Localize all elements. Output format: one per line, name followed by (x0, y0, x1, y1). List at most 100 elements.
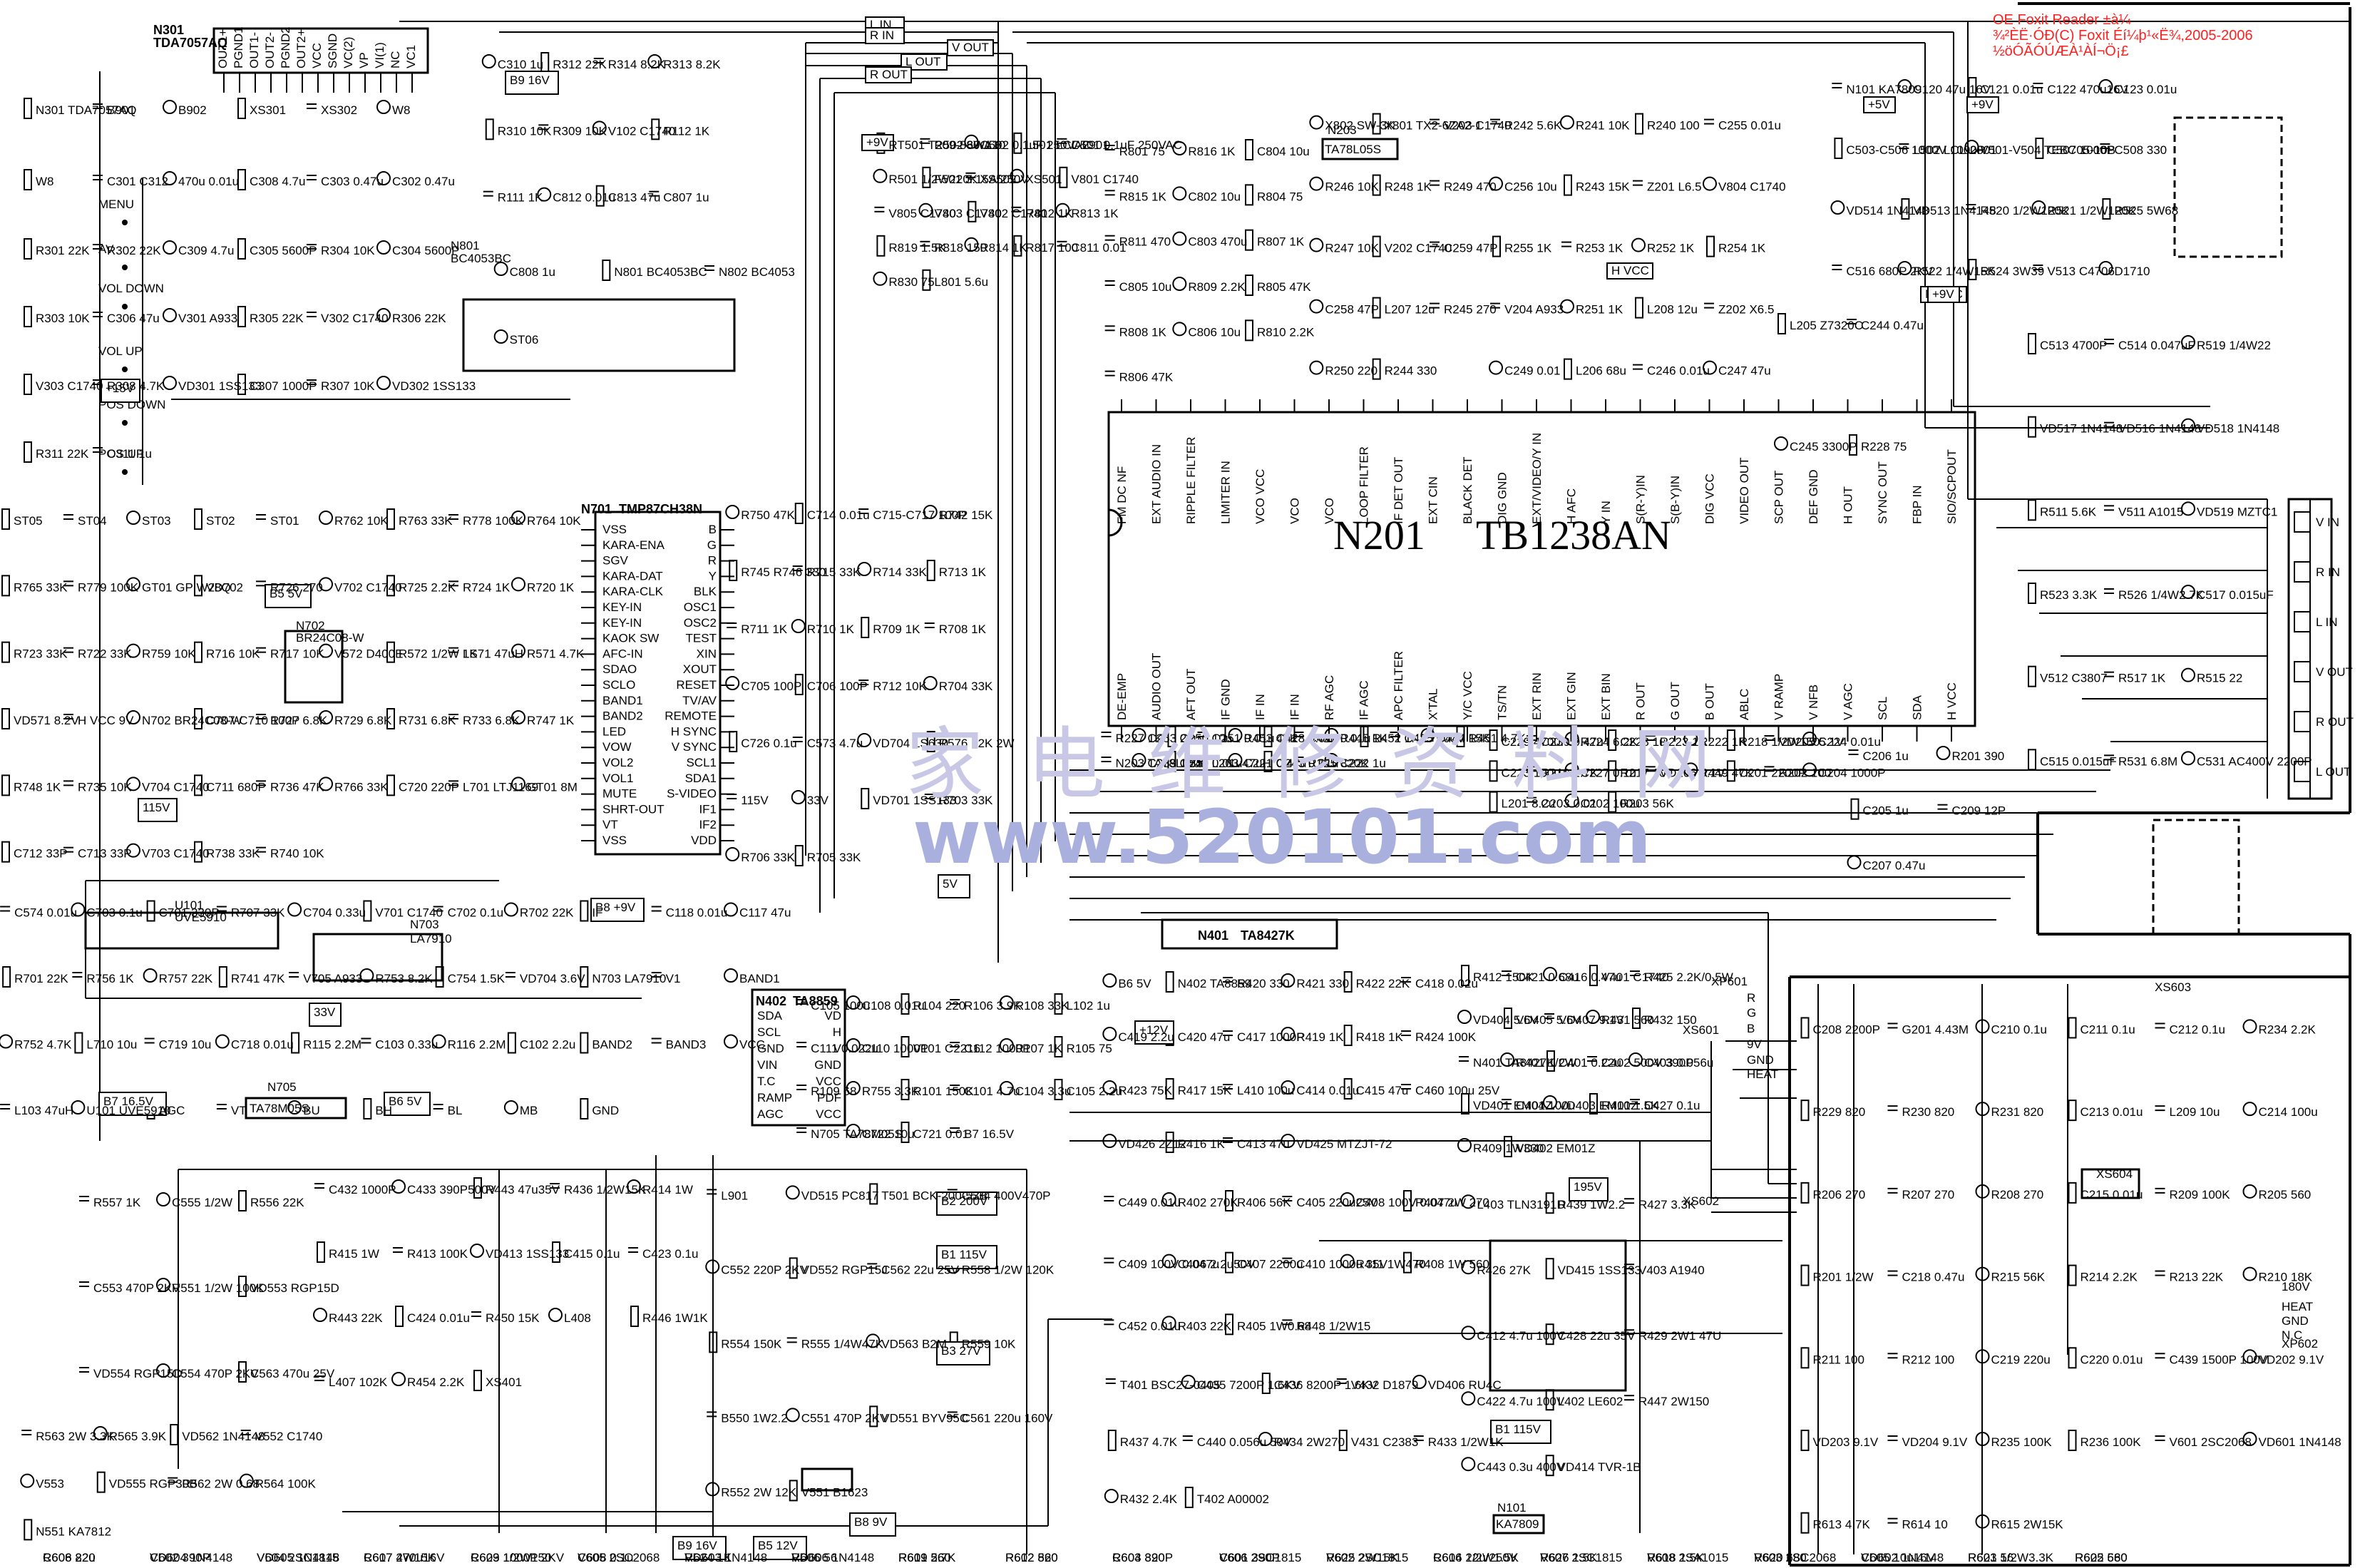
component-label: V605 2SC2068 (578, 1551, 660, 1564)
component-label: VD603 1N4148 (684, 1551, 767, 1564)
component-label: R602 560 (1005, 1551, 1058, 1564)
component-label: VD604 1N4148 (150, 1551, 232, 1564)
component-label: R809 2.2K (1188, 280, 1246, 294)
component-label: R727 6.8K (270, 714, 328, 727)
component-label: VD514 1N4148 (1846, 204, 1929, 217)
component-label: C240 0.01u (1180, 757, 1243, 770)
component-label: C517 0.015uF (2197, 588, 2274, 602)
component-label: VD517 1N4148 (2040, 422, 2123, 436)
component-label: R254 1K (1718, 242, 1766, 255)
component-label: B901 (107, 103, 135, 117)
component-label: R702 22K (520, 906, 574, 920)
component-label: V302 C1740 (321, 312, 389, 325)
chip-hdrv-pin: GND (814, 1058, 841, 1072)
component-label: C417 1000P (1237, 1030, 1305, 1044)
component-label: C428 22u 35V (1558, 1329, 1636, 1343)
chip-hdrv-ref: N402 (756, 994, 786, 1008)
component-label: L410 100u (1237, 1084, 1294, 1097)
component-label: C425 500V (1405, 732, 1466, 745)
component-label: C112 1000P (964, 1042, 1030, 1055)
chip-reg-part: TA78L05S (1325, 143, 1381, 156)
crt-connector-label: XS604 (2096, 1167, 2133, 1181)
component-label: RT501 T209-880-A10 (888, 138, 1005, 152)
crt-connector-label: HEAT (2282, 1300, 2313, 1313)
component-label: R816 1K (1188, 145, 1236, 158)
component-label: R609 560 (898, 1551, 951, 1564)
component-label: C105 2.2u (1067, 1085, 1122, 1098)
component-label: C306 47u (107, 312, 160, 325)
component-label: R224 6.2K (1581, 735, 1638, 749)
component-label: R756 1K (86, 972, 134, 985)
component-label: R748 1K (14, 780, 61, 794)
component-label: BH (375, 1104, 392, 1117)
component-label: C802 10u (1188, 190, 1241, 203)
supply-box-label: 33V (314, 1005, 336, 1019)
component-label: C207 0.47u (1863, 859, 1926, 872)
component-label: R517 1K (2118, 672, 2166, 685)
component-label: R765 33K (14, 580, 68, 594)
component-label: R230 820 (1902, 1105, 1955, 1119)
component-label: V432 D1879 (1351, 1378, 1419, 1392)
component-label: B7 16.5V (964, 1127, 1015, 1141)
component-label: G201 4.43M (1902, 1023, 1969, 1036)
component-label: R759 10K (142, 647, 196, 661)
supply-box-label: B3 27V (941, 1344, 981, 1358)
component-label: C562 22u 25V (881, 1263, 959, 1276)
component-label: R311 22K (36, 447, 89, 461)
component-label: R205 560 (2259, 1188, 2312, 1201)
chip-main-pin-top: Y IN (1599, 501, 1613, 524)
component-label: C609 1000P 2KV (471, 1551, 565, 1564)
crt-connector-label: XS603 (2155, 980, 2191, 994)
component-label: R805 47K (1257, 280, 1311, 294)
component-label: R420 330 (1237, 977, 1290, 990)
chip-main-pin-top: EXT AUDIO IN (1150, 444, 1164, 524)
component-label: R705 33K (807, 851, 861, 864)
av-jack-label: R OUT (2316, 715, 2354, 729)
foxit-line3: ½öÓÃÓÚÆÀ¹ÀÍ¬Ö¡£ (1993, 42, 2129, 59)
component-label: C561 220u 160V (962, 1411, 1053, 1425)
component-label: R244 330 (1385, 364, 1437, 378)
component-label: C702 0.1u (448, 906, 503, 920)
component-label: R808 1K (1119, 325, 1167, 339)
component-label: V511 A1015 (2118, 505, 2183, 518)
component-label: R446 1W1K (642, 1311, 708, 1325)
component-label: C514 0.047uF (2118, 339, 2195, 352)
component-label: ST01 (270, 514, 299, 528)
chip-mcu-pin-right: RESET (676, 678, 717, 692)
component-label: R211 100 (1813, 1353, 1864, 1366)
component-label: R447 2W150 (1638, 1395, 1709, 1408)
component-label: V802 C1740 (980, 207, 1047, 220)
crt-connector-label: XP602 (2282, 1337, 2318, 1351)
component-label: R563 2W 3.3K (36, 1430, 115, 1443)
chip-mcu-pin: VSS (602, 523, 627, 536)
component-label: C110 1000P (862, 1042, 928, 1055)
component-label: R750 47K (741, 508, 795, 522)
chip-main-pin-top: LOOP FILTER (1358, 446, 1371, 524)
component-label: C704 0.33u (303, 906, 366, 920)
chip-main-pin-top: LIMITER IN (1219, 461, 1233, 524)
component-label: R248 1K (1385, 180, 1432, 194)
component-label: B6 5V (1118, 977, 1151, 990)
component-label: C413 47u (1237, 1137, 1290, 1151)
chip-main-pin-top: RIPPLE FILTER (1184, 437, 1198, 525)
component-label: C221 0.47u (1244, 757, 1307, 770)
chip-mcu-pin: KARA-DAT (602, 569, 663, 583)
chip-main-pin-bottom: APC FILTER (1392, 651, 1405, 720)
chip-audio-outline (212, 27, 429, 74)
component-label: C439 1500P 100V (2170, 1353, 2269, 1366)
component-label: GT01 GPIW28Q (142, 580, 231, 594)
component-label: C213 0.01u (2081, 1105, 2143, 1119)
component-label: R409 1W330 (1473, 1142, 1544, 1155)
component-label: R231 820 (1991, 1105, 2044, 1119)
component-label: VD413 1SS133 (486, 1247, 569, 1261)
component-label: R502 6W1.8 (934, 138, 1002, 152)
component-label: R452 1K (1373, 732, 1420, 745)
component-label: C721 0.01 (913, 1127, 969, 1141)
component-label: C516 680P 2KV (1846, 265, 1933, 278)
component-label: C304 5600P (392, 244, 460, 257)
component-label: R710 1K (807, 622, 855, 636)
component-label: R766 33K (334, 780, 389, 794)
